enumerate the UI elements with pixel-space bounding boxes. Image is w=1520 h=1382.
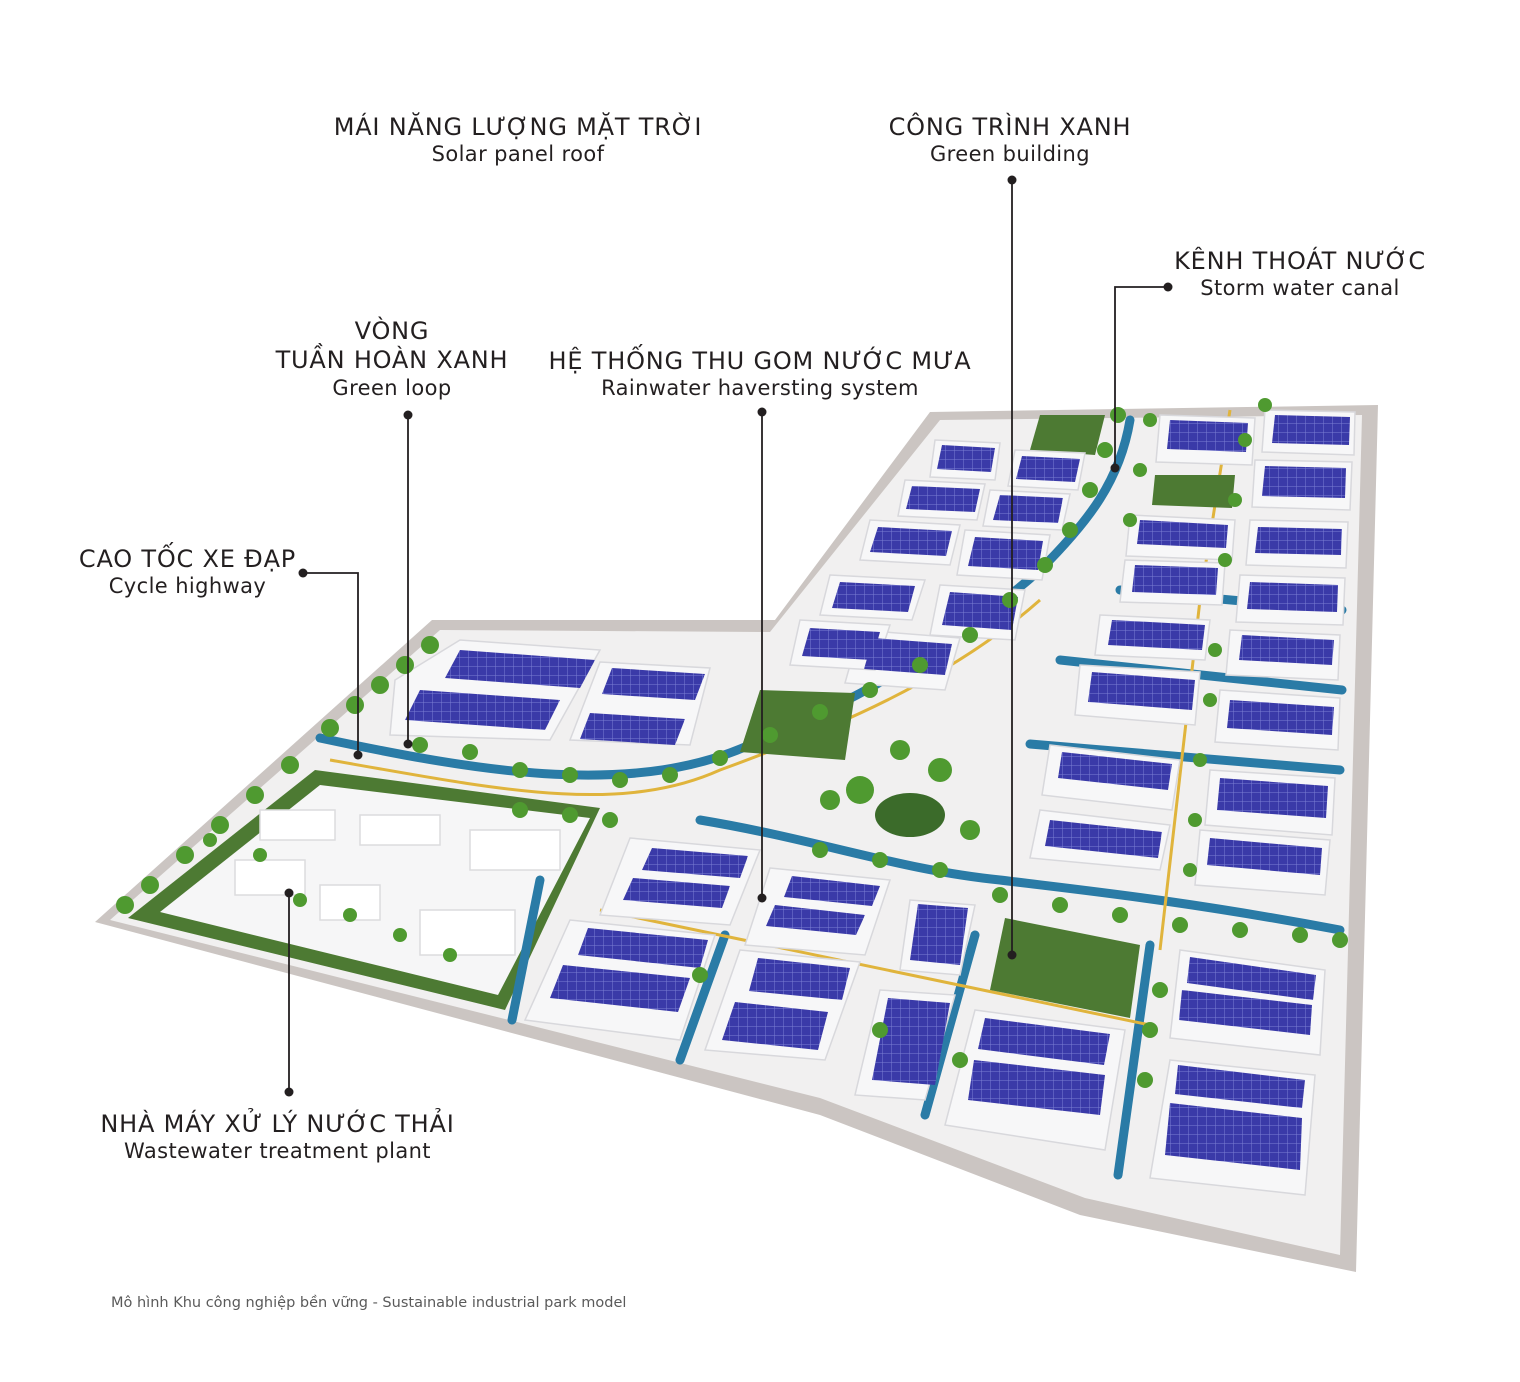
leader-canal [1114, 286, 1168, 468]
label-wastewater-treatment-plant: NHÀ MÁY XỬ LÝ NƯỚC THẢI Wastewater treat… [90, 1110, 465, 1165]
label-vi: NHÀ MÁY XỬ LÝ NƯỚC THẢI [100, 1110, 455, 1138]
label-cycle-highway: CAO TỐC XE ĐẠP Cycle highway [70, 545, 305, 600]
label-storm-water-canal: KÊNH THOÁT NƯỚC Storm water canal [1160, 247, 1440, 302]
label-green-loop: VÒNG TUẦN HOÀN XANH Green loop [262, 317, 522, 401]
label-vi: CÔNG TRÌNH XANH [888, 113, 1132, 141]
label-en: Wastewater treatment plant [124, 1139, 431, 1164]
label-en: Storm water canal [1200, 276, 1400, 301]
label-en: Green building [930, 142, 1090, 167]
treatment-buildings [234, 809, 561, 956]
label-vi: KÊNH THOÁT NƯỚC [1174, 247, 1426, 275]
label-en: Cycle highway [108, 574, 267, 599]
solar-roof-buildings [389, 409, 1356, 1196]
leader-lines [288, 180, 1168, 1092]
label-vi-line2: TUẦN HOÀN XANH [275, 346, 509, 375]
label-solar-panel-roof: MÁI NĂNG LƯỢNG MẶT TRỜI Solar panel roof [318, 113, 718, 168]
label-en: Rainwater haversting system [601, 376, 919, 401]
figure-caption: Mô hình Khu công nghiệp bền vững - Susta… [111, 1295, 627, 1311]
label-vi: HỆ THỐNG THU GOM NƯỚC MƯA [548, 347, 972, 375]
label-vi-line1: VÒNG [354, 317, 430, 345]
label-vi: CAO TỐC XE ĐẠP [78, 545, 297, 573]
label-rainwater-harvesting: HỆ THỐNG THU GOM NƯỚC MƯA Rainwater have… [540, 347, 980, 402]
label-vi: MÁI NĂNG LƯỢNG MẶT TRỜI [333, 113, 703, 141]
leader-cycle [303, 572, 359, 755]
label-green-building: CÔNG TRÌNH XANH Green building [860, 113, 1160, 168]
label-en: Solar panel roof [431, 142, 605, 167]
trees [116, 398, 1348, 1088]
leader-dots [284, 175, 1173, 1097]
label-en: Green loop [332, 375, 452, 400]
